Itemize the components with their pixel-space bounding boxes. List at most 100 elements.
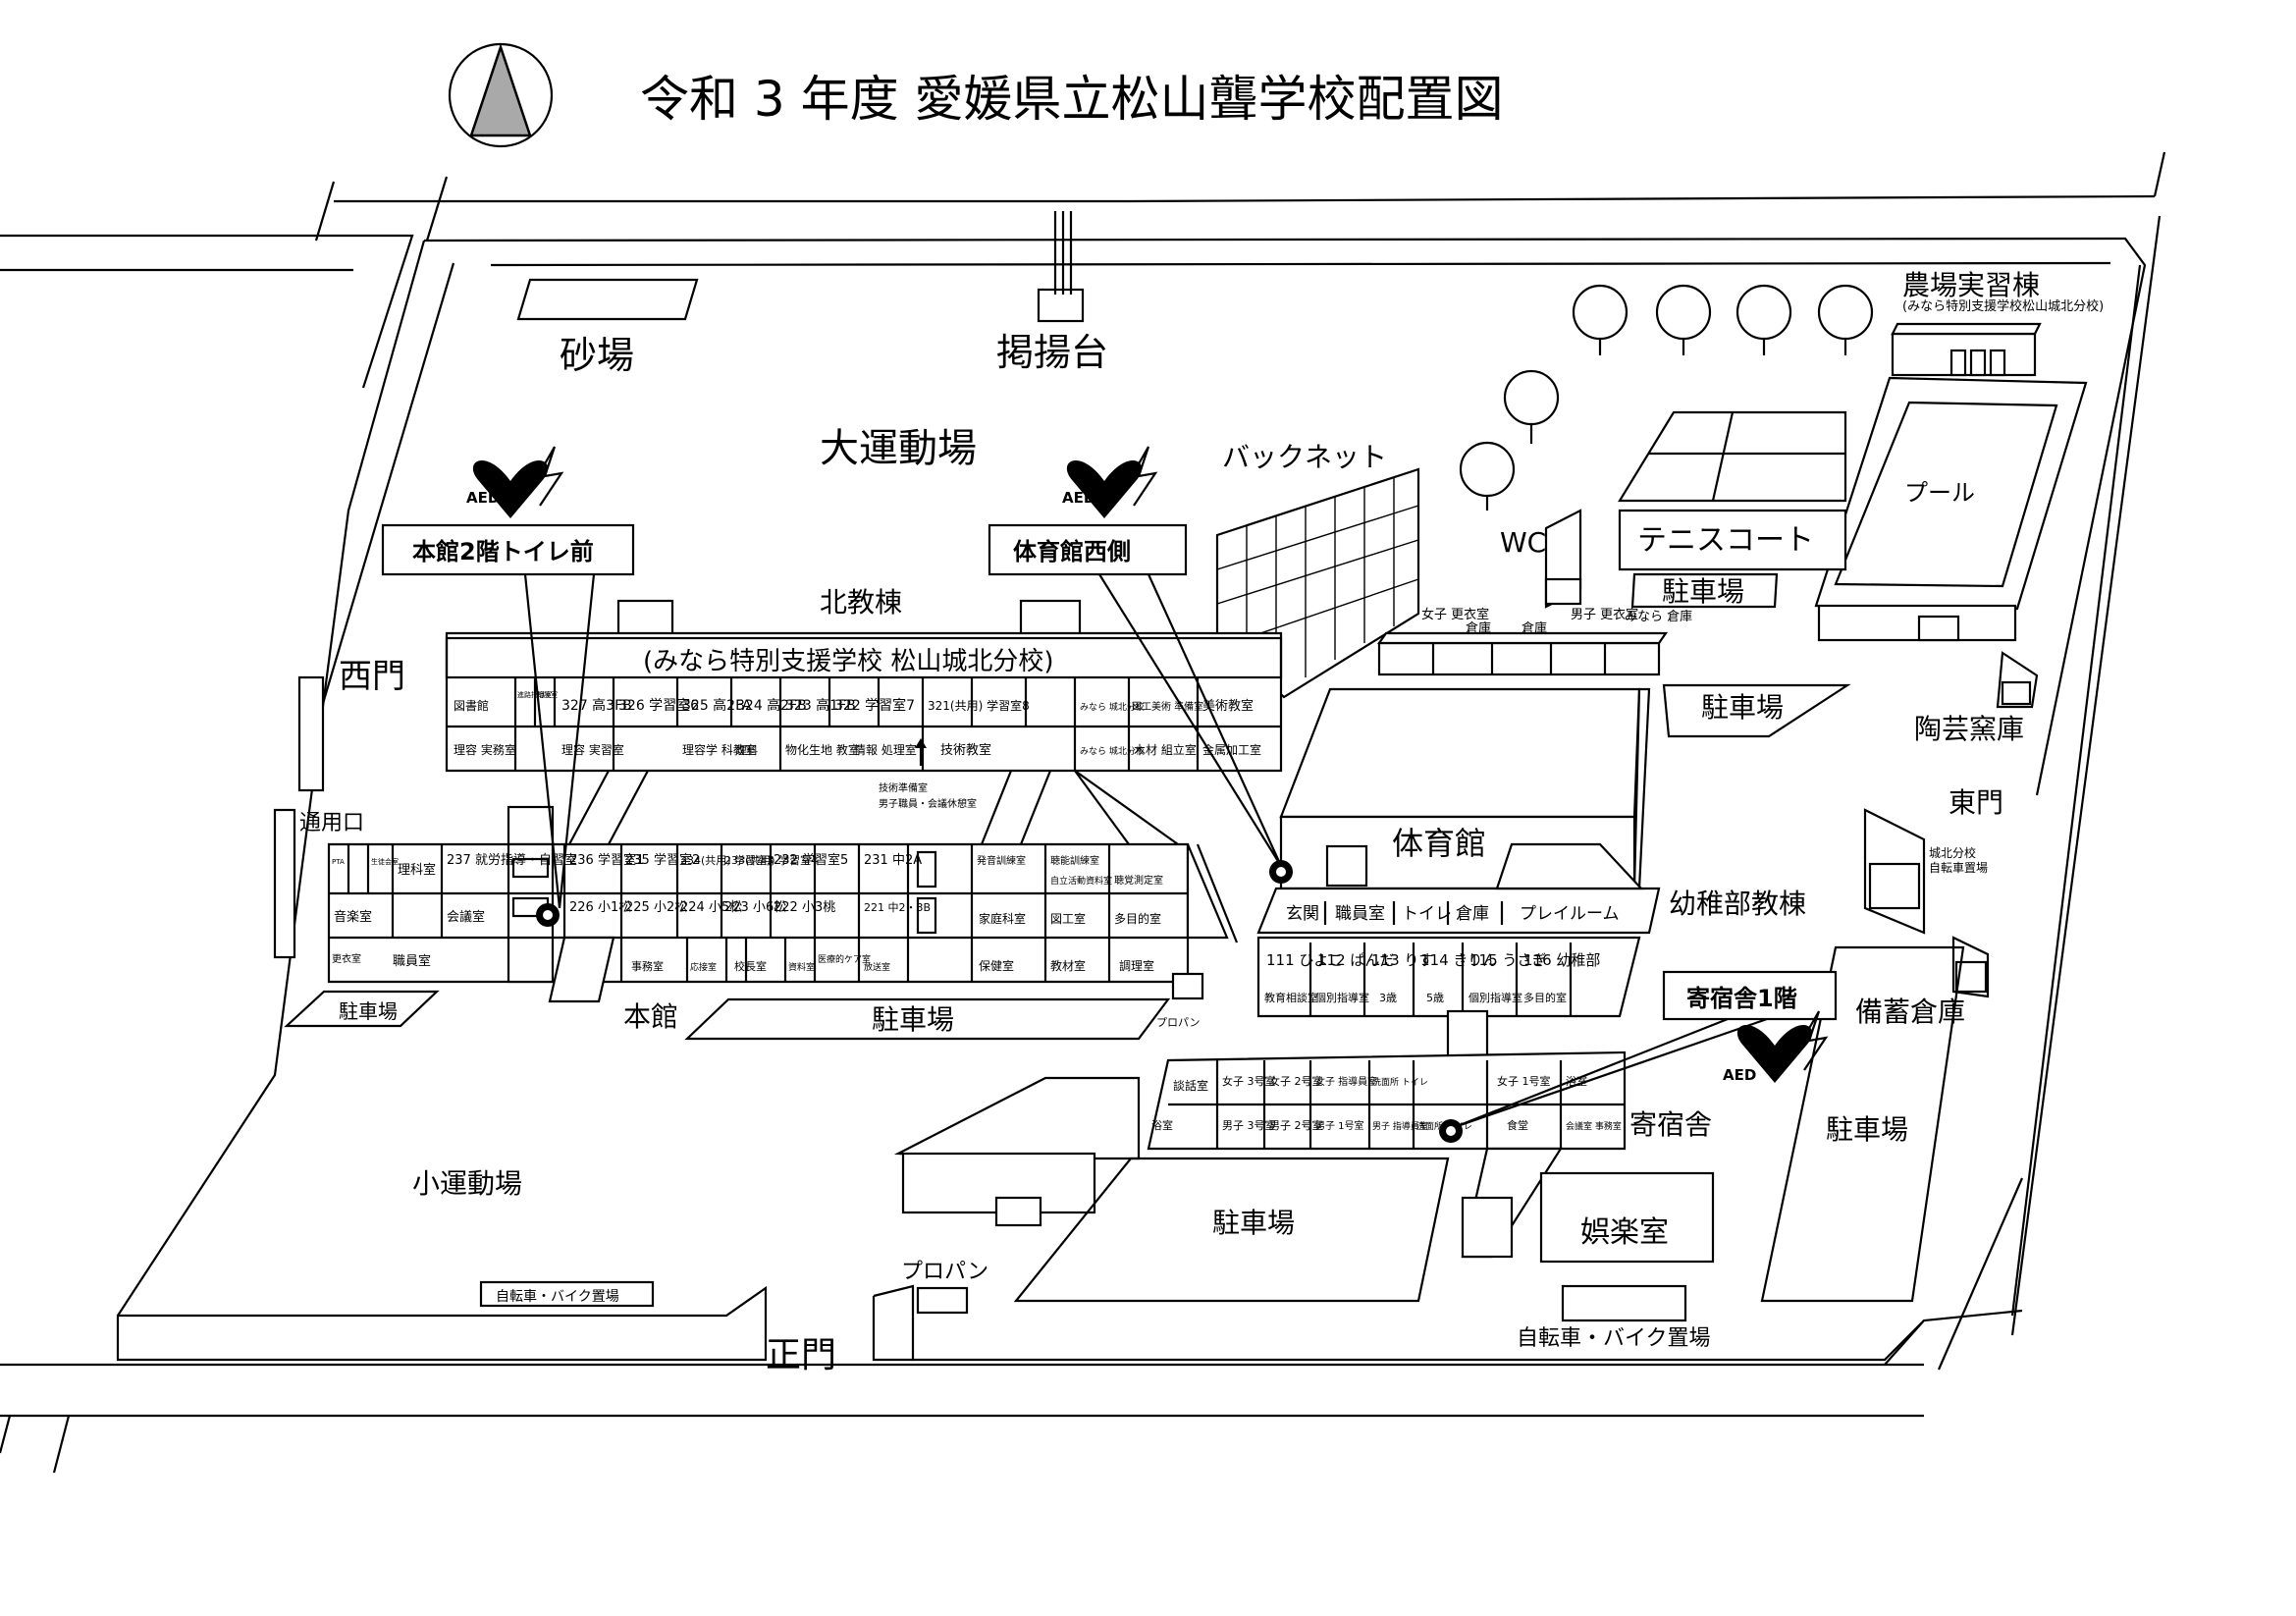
svg-text:プール: プール <box>1904 479 1975 507</box>
svg-text:進路指導室: 進路指導室 <box>517 690 552 699</box>
svg-text:女子 更衣室: 女子 更衣室 <box>1421 607 1489 622</box>
flagpole-label: 掲揚台 <box>996 331 1108 374</box>
sandpit: 砂場 <box>516 278 699 377</box>
farm-building: 農場実習棟 (みなら特別支援学校松山城北分校) <box>1891 269 2104 377</box>
aed-marker-gym: AED 体育館西側 <box>988 446 1293 884</box>
svg-text:理容 実務室: 理容 実務室 <box>454 742 516 757</box>
svg-text:224 小5松: 224 小5松 <box>680 900 742 915</box>
svg-text:教材室: 教材室 <box>1050 958 1086 973</box>
svg-text:図工室: 図工室 <box>1050 911 1086 926</box>
svg-text:資料室: 資料室 <box>788 961 815 973</box>
svg-text:325 高2FA: 325 高2FA <box>682 697 752 714</box>
svg-text:図書館: 図書館 <box>454 698 489 713</box>
svg-text:237 就労指導・自習室: 237 就労指導・自習室 <box>447 852 577 868</box>
svg-text:235 学習室2: 235 学習室2 <box>625 852 700 868</box>
svg-text:AED: AED <box>466 489 500 507</box>
main-gate-label: 正門 <box>766 1335 836 1375</box>
svg-text:駐車場: 駐車場 <box>339 999 398 1023</box>
svg-text:調理室: 調理室 <box>1119 958 1154 973</box>
svg-text:会議室 事務室: 会議室 事務室 <box>1566 1120 1622 1132</box>
svg-text:聴覚測定室: 聴覚測定室 <box>1114 874 1163 887</box>
svg-text:322 学習室7: 322 学習室7 <box>834 697 915 714</box>
svg-text:みなら 城北分校: みなら 城北分校 <box>1080 701 1145 713</box>
svg-text:職員室: 職員室 <box>1335 904 1385 924</box>
svg-text:砂場: 砂場 <box>560 334 634 377</box>
svg-text:倉庫: 倉庫 <box>1456 904 1489 924</box>
svg-text:駐車場: 駐車場 <box>1662 575 1744 608</box>
svg-text:本館2階トイレ前: 本館2階トイレ前 <box>412 538 594 566</box>
recreation-room: 娯楽室 <box>1539 1171 1715 1264</box>
svg-text:男子 指導員室: 男子 指導員室 <box>1372 1120 1428 1132</box>
svg-text:AED: AED <box>1723 1066 1756 1084</box>
svg-text:木材 組立室: 木材 組立室 <box>1134 742 1197 757</box>
svg-text:AED: AED <box>1062 489 1095 507</box>
svg-text:テニスコート: テニスコート <box>1637 523 1814 558</box>
svg-text:陶芸窯庫: 陶芸窯庫 <box>1914 713 2024 745</box>
svg-text:326 学習室6: 326 学習室6 <box>618 697 699 714</box>
svg-text:応接室: 応接室 <box>690 961 717 973</box>
svg-text:男子 1号室: 男子 1号室 <box>1315 1119 1364 1132</box>
tree-icon <box>1459 284 1874 511</box>
svg-text:体育館西側: 体育館西側 <box>1013 538 1131 566</box>
svg-text:自転車・バイク置場: 自転車・バイク置場 <box>1517 1326 1711 1351</box>
svg-text:娯楽室: 娯楽室 <box>1580 1215 1669 1250</box>
east-gate-label: 東門 <box>1949 786 2003 819</box>
svg-text:駐車場: 駐車場 <box>1701 691 1784 724</box>
svg-text:113 りす: 113 りす <box>1371 951 1433 969</box>
svg-text:223 小6松: 223 小6松 <box>724 900 786 915</box>
svg-text:男子 更衣室: 男子 更衣室 <box>1571 607 1638 622</box>
dormitory-label: 寄宿舎 <box>1629 1108 1712 1141</box>
svg-text:WC: WC <box>1500 526 1546 559</box>
svg-text:理容学 科教室: 理容学 科教室 <box>682 742 757 757</box>
svg-text:3歳: 3歳 <box>1379 992 1397 1004</box>
school-fence <box>116 237 2147 1366</box>
corridors <box>568 770 1239 943</box>
svg-text:寄宿舎1階: 寄宿舎1階 <box>1686 985 1797 1012</box>
svg-text:232 学習室5: 232 学習室5 <box>774 852 848 868</box>
svg-text:音楽室: 音楽室 <box>334 909 372 925</box>
svg-text:プロパン: プロパン <box>901 1260 988 1284</box>
svg-text:222 小3桃: 222 小3桃 <box>774 900 835 915</box>
svg-text:女子 1号室: 女子 1号室 <box>1497 1074 1551 1088</box>
wc-building: WC <box>1500 509 1582 609</box>
garage-building <box>893 1076 1141 1227</box>
svg-text:プロパン: プロパン <box>1156 1016 1201 1029</box>
svg-text:112 ぱんだ: 112 ぱんだ <box>1317 951 1394 969</box>
svg-text:114 きりん: 114 きりん <box>1420 951 1497 969</box>
svg-text:みなら 倉庫: みなら 倉庫 <box>1625 610 1692 624</box>
west-gate-label: 西門 <box>339 657 405 696</box>
svg-text:相談室: 相談室 <box>537 690 558 699</box>
svg-text:駐車場: 駐車場 <box>872 1003 954 1036</box>
propane-tank-south-icon: プロパン <box>901 1260 988 1315</box>
svg-text:323 高1FB: 323 高1FB <box>785 697 856 714</box>
north-classroom-building: 北教棟 (みなら特別支援学校 松山城北分校) 図書館 進路指導室 相談室 327… <box>445 586 1283 810</box>
south-parking: 駐車場 <box>1013 1157 1450 1303</box>
svg-text:理容 実習室: 理容 実習室 <box>561 742 624 757</box>
propane-tank-icon: プロパン <box>1156 972 1204 1029</box>
svg-text:男子職員・会議休憩室: 男子職員・会議休憩室 <box>879 797 977 810</box>
svg-text:女子 2号室: 女子 2号室 <box>1269 1074 1323 1088</box>
svg-text:事務室: 事務室 <box>631 959 664 973</box>
svg-text:駐車場: 駐車場 <box>1212 1207 1295 1239</box>
svg-text:個別指導室: 個別指導室 <box>1315 991 1369 1004</box>
storage-row: 女子 更衣室 倉庫 倉庫 男子 更衣室 みなら 倉庫 <box>1376 607 1692 676</box>
svg-text:会議室: 会議室 <box>447 909 485 925</box>
kindergarten-label: 幼稚部教棟 <box>1669 888 1806 920</box>
tennis-court: テニスコート 駐車場 <box>1618 410 1847 609</box>
svg-text:116 幼稚部: 116 幼稚部 <box>1523 951 1600 969</box>
dormitory-building: 談話室 女子 3号室 女子 2号室 女子 指導員室 洗面所 トイレ 女子 1号室… <box>1147 1009 1627 1259</box>
svg-text:男子 2号室: 男子 2号室 <box>1269 1118 1323 1132</box>
svg-text:教育相談室: 教育相談室 <box>1264 991 1318 1004</box>
svg-text:個別指導室: 個別指導室 <box>1468 991 1522 1004</box>
svg-text:男子 3号室: 男子 3号室 <box>1222 1118 1276 1132</box>
svg-text:みなら 城北分校: みなら 城北分校 <box>1080 745 1145 757</box>
svg-text:情報 処理室: 情報 処理室 <box>854 742 917 757</box>
svg-text:医療的ケア室: 医療的ケア室 <box>818 953 871 965</box>
svg-text:(みなら特別支援学校 松山城北分校): (みなら特別支援学校 松山城北分校) <box>643 647 1054 676</box>
svg-text:自転車置場: 自転車置場 <box>1929 861 1988 875</box>
svg-text:体育館: 体育館 <box>1392 825 1486 862</box>
svg-text:115 うさぎ: 115 うさぎ <box>1469 951 1546 969</box>
bike-parking-west: 自転車・バイク置場 <box>479 1280 655 1308</box>
svg-text:226 小1松: 226 小1松 <box>569 900 631 915</box>
